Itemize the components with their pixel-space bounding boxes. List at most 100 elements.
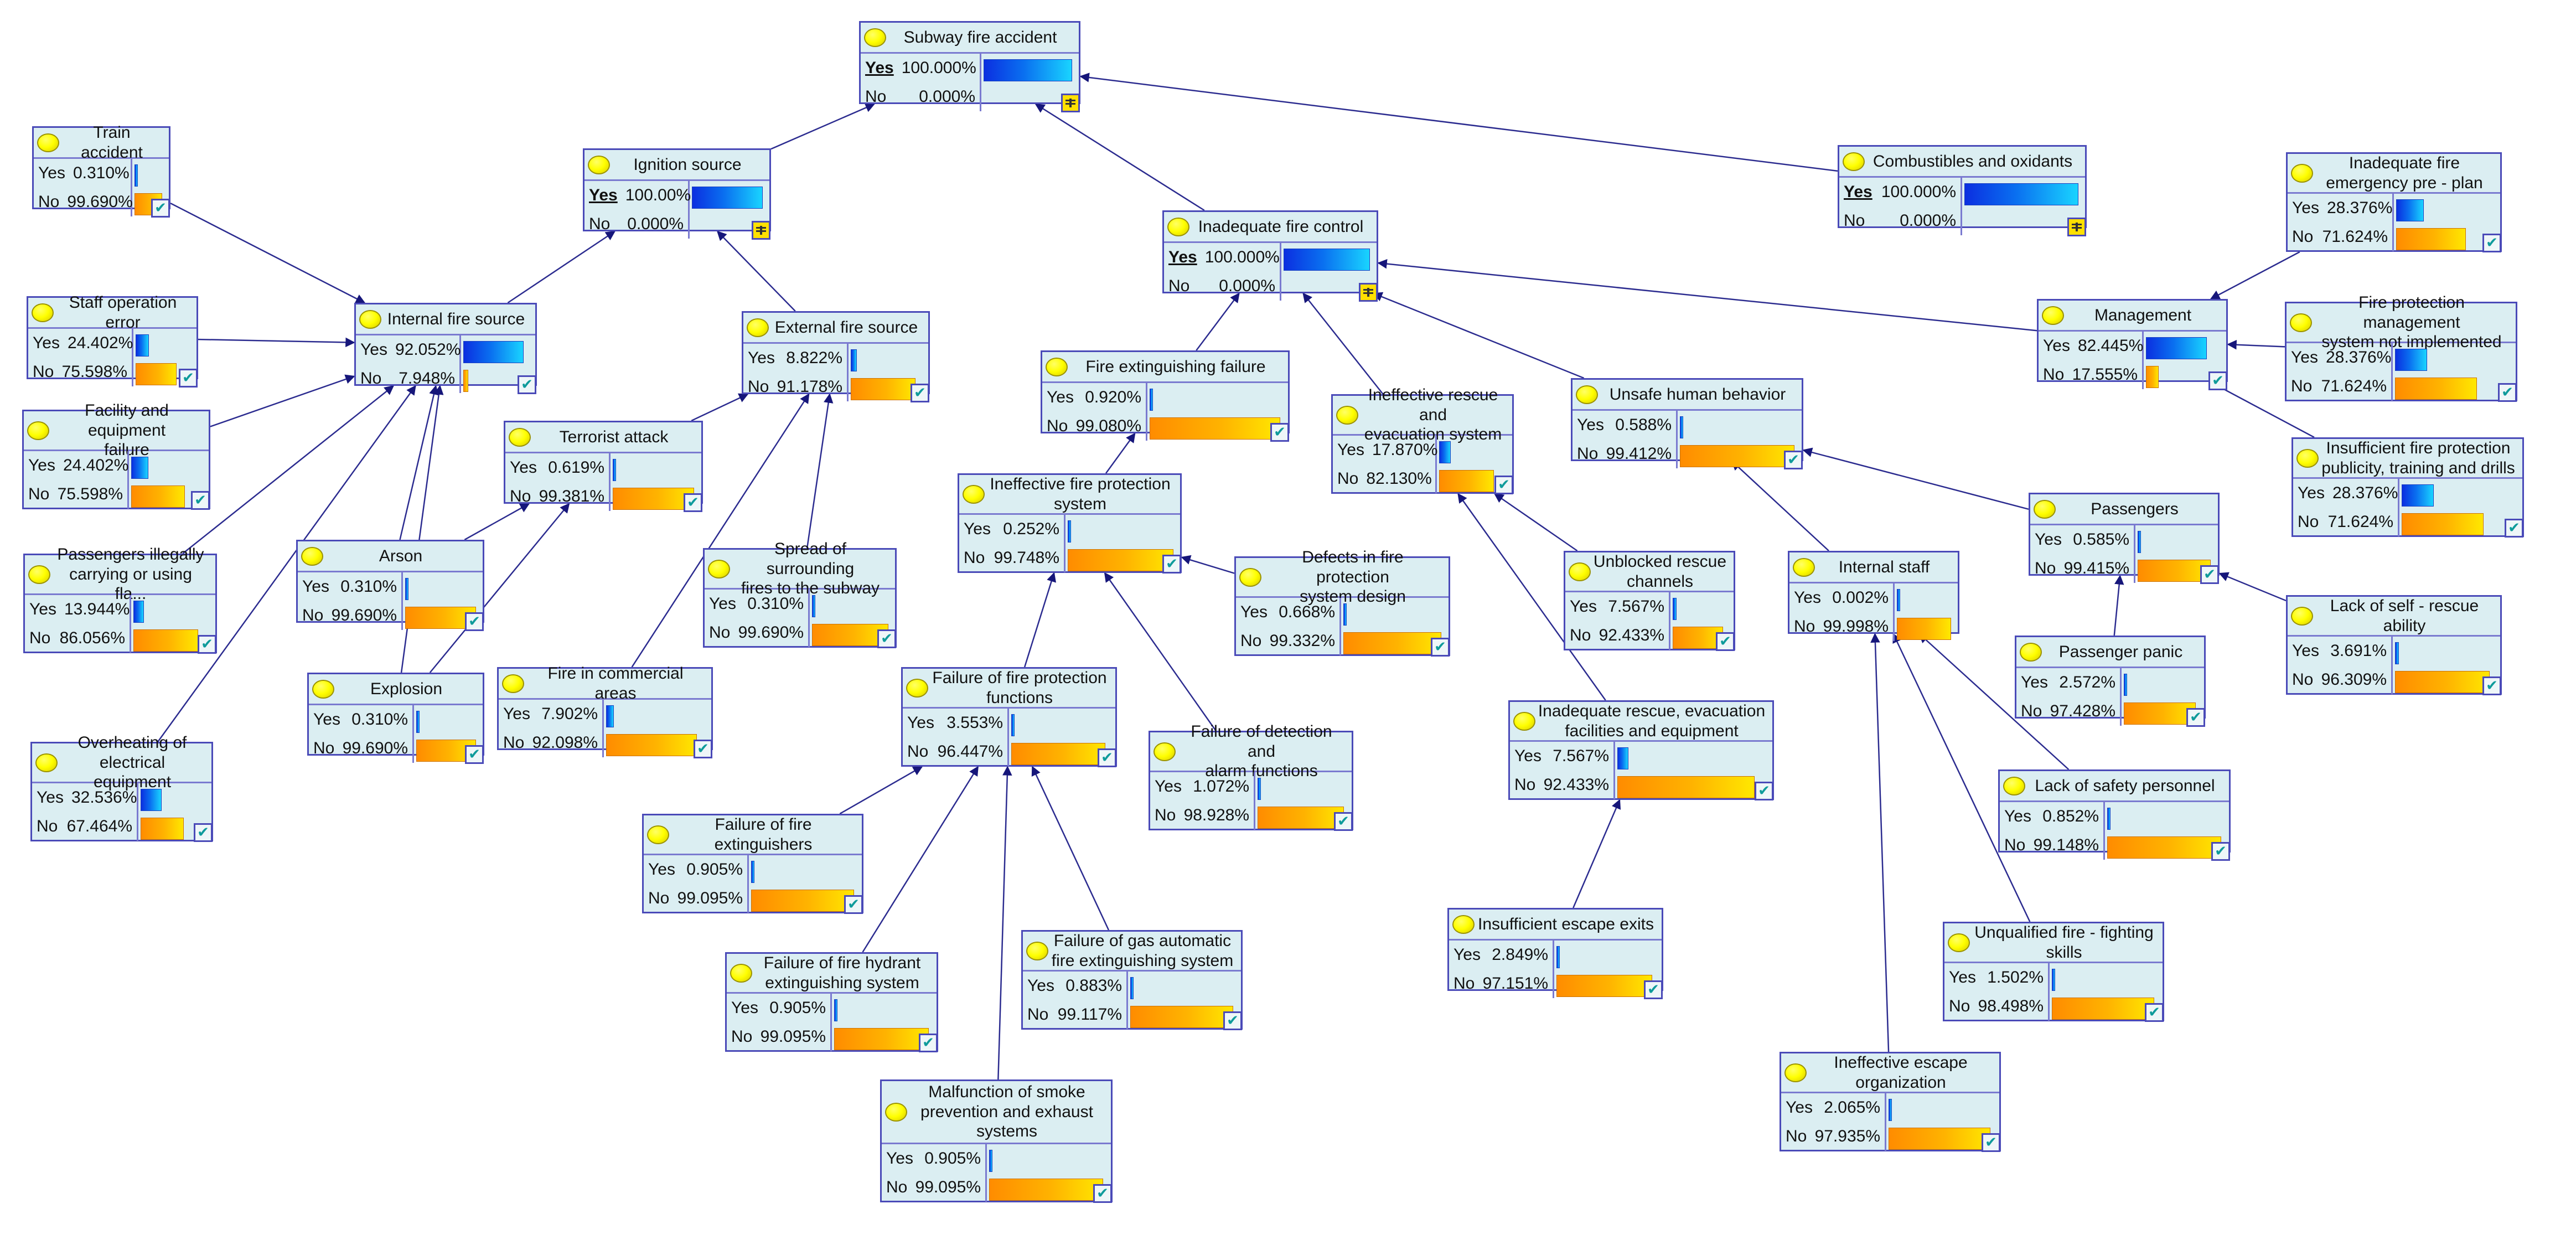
- evidence-lock-icon[interactable]: [1061, 94, 1080, 112]
- evidence-check-icon[interactable]: [191, 491, 210, 510]
- evidence-check-icon[interactable]: [2186, 708, 2205, 727]
- evidence-check-icon[interactable]: [1270, 423, 1289, 442]
- evidence-check-icon[interactable]: [465, 612, 484, 631]
- evidence-check-icon[interactable]: [465, 745, 484, 764]
- bn-node-fire_protection_management_system_not_implemented[interactable]: Fire protection management system not im…: [2285, 293, 2517, 402]
- evidence-check-icon[interactable]: [919, 1034, 938, 1052]
- bn-node-spread_of_surrounding_fires[interactable]: Spread of surrounding fires to the subwa…: [703, 540, 897, 648]
- evidence-lock-icon[interactable]: [752, 221, 770, 240]
- evidence-check-icon[interactable]: [194, 823, 213, 842]
- evidence-check-icon[interactable]: [2200, 565, 2219, 584]
- evidence-check-icon[interactable]: [2145, 1003, 2164, 1022]
- evidence-check-icon[interactable]: [2482, 676, 2501, 695]
- evidence-check-icon[interactable]: [2482, 234, 2501, 252]
- evidence-check-icon[interactable]: [1431, 638, 1450, 657]
- evidence-check-icon[interactable]: [844, 895, 863, 914]
- bn-node-insufficient_fire_protection_publicity_training_and_drills[interactable]: Insufficient fire protection publicity, …: [2291, 437, 2524, 538]
- evidence-check-icon[interactable]: [1162, 555, 1181, 574]
- evidence-check-icon[interactable]: [198, 635, 216, 654]
- evidence-check-icon[interactable]: [1982, 1133, 2000, 1152]
- bn-node-malfunction_of_smoke_prevention_and_exhaust_systems[interactable]: Malfunction of smoke prevention and exha…: [880, 1079, 1113, 1203]
- evidence-check-icon[interactable]: [1644, 980, 1663, 999]
- evidence-check-icon[interactable]: [179, 369, 198, 388]
- evidence-check-icon[interactable]: [1223, 1011, 1242, 1030]
- bn-node-ineffective_rescue_and_evacuation_system[interactable]: Ineffective rescue and evacuation system…: [1331, 386, 1514, 494]
- bn-node-defects_in_fire_protection_system_design[interactable]: Defects in fire protection system design…: [1234, 548, 1450, 657]
- evidence-check-icon[interactable]: [684, 493, 702, 512]
- evidence-check-icon[interactable]: [1494, 476, 1513, 494]
- evidence-check-icon[interactable]: [2208, 371, 2227, 390]
- bn-node-passengers_illegally_carrying[interactable]: Passengers illegally carrying or using f…: [23, 545, 217, 654]
